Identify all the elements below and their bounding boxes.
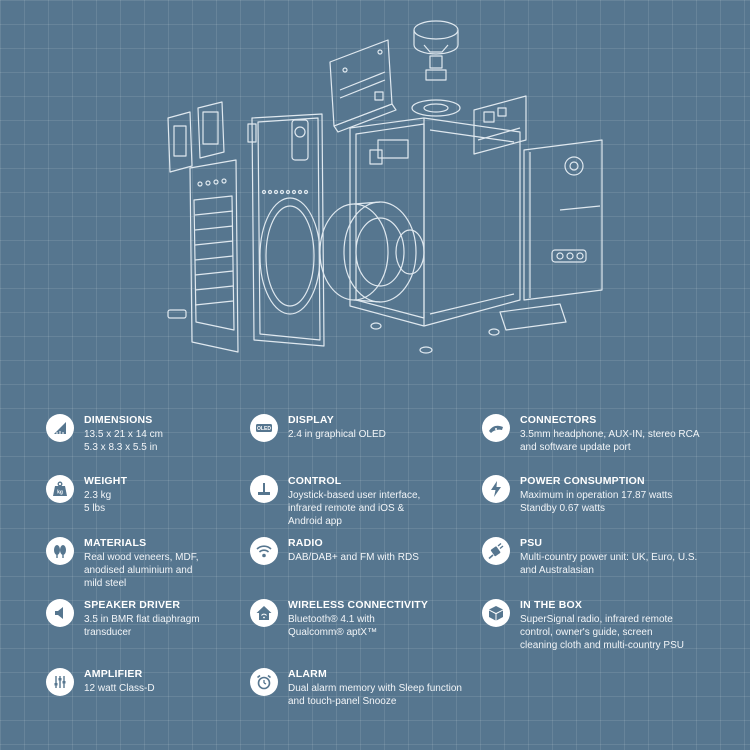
spec-text: 3.5mm headphone, AUX-IN, stereo RCA and … <box>520 429 700 453</box>
spec-text: Dual alarm memory with Sleep function an… <box>288 683 462 707</box>
display-module <box>167 101 225 173</box>
spec-title: IN THE BOX <box>520 599 583 611</box>
spec-title: DISPLAY <box>288 414 334 426</box>
main-cabinet <box>349 117 521 327</box>
display-icon: OLED <box>250 414 278 442</box>
spec-text: Multi-country power unit: UK, Euro, U.S.… <box>520 552 698 576</box>
joystick-icon <box>250 475 278 503</box>
spec-text: 2.4 in graphical OLED <box>288 429 386 440</box>
spec-title: AMPLIFIER <box>84 668 143 680</box>
spec-title: WIRELESS CONNECTIVITY <box>288 599 429 611</box>
back-panel <box>523 139 603 301</box>
speaker-driver <box>319 201 425 303</box>
spec-text: DAB/DAB+ and FM with RDS <box>288 552 419 563</box>
front-grille <box>189 159 239 353</box>
front-baffle <box>251 113 325 347</box>
spec-title: PSU <box>520 537 543 549</box>
box-icon <box>482 599 510 627</box>
spec-title: CONTROL <box>288 475 342 487</box>
spec-text: Maximum in operation 17.87 watts Standby… <box>520 490 673 514</box>
weight-icon: kg <box>46 475 74 503</box>
plug-icon <box>482 537 510 565</box>
spec-text: Real wood veneers, MDF, anodised alumini… <box>84 552 199 589</box>
radio-icon <box>250 537 278 565</box>
small-parts <box>167 123 567 354</box>
spec-title: RADIO <box>288 537 323 549</box>
spec-text: SuperSignal radio, infrared remote contr… <box>520 614 684 651</box>
alarm-icon <box>250 668 278 696</box>
spec-text: Joystick-based user interface, infrared … <box>288 490 421 527</box>
materials-icon <box>46 537 74 565</box>
spec-title: DIMENSIONS <box>84 414 153 426</box>
top-circuit-board <box>329 39 397 133</box>
spec-text: 13.5 x 21 x 14 cm 5.3 x 8.3 x 5.5 in <box>84 429 163 453</box>
display-icon-label: OLED <box>257 426 271 432</box>
power-icon <box>482 475 510 503</box>
spec-title: SPEAKER DRIVER <box>84 599 181 611</box>
spec-text: 3.5 in BMR flat diaphragm transducer <box>84 614 200 638</box>
amplifier-icon <box>46 668 74 696</box>
control-knob <box>411 20 461 117</box>
spec-title: CONNECTORS <box>520 414 597 426</box>
home-icon <box>250 599 278 627</box>
spec-title: WEIGHT <box>84 475 128 487</box>
spec-text: 2.3 kg 5 lbs <box>84 490 112 514</box>
spec-text: 12 watt Class-D <box>84 683 155 694</box>
weight-icon-label: kg <box>57 490 63 496</box>
exploded-radio-illustration <box>167 20 603 354</box>
dimensions-icon <box>46 414 74 442</box>
connectors-icon <box>482 414 510 442</box>
exploded-view-drawing <box>167 20 603 354</box>
spec-title: MATERIALS <box>84 537 147 549</box>
spec-title: ALARM <box>288 668 327 680</box>
speaker-icon <box>46 599 74 627</box>
rear-circuit-board <box>473 95 527 155</box>
spec-text: Bluetooth® 4.1 with Qualcomm® aptX™ <box>288 614 378 638</box>
spec-title: POWER CONSUMPTION <box>520 475 645 487</box>
